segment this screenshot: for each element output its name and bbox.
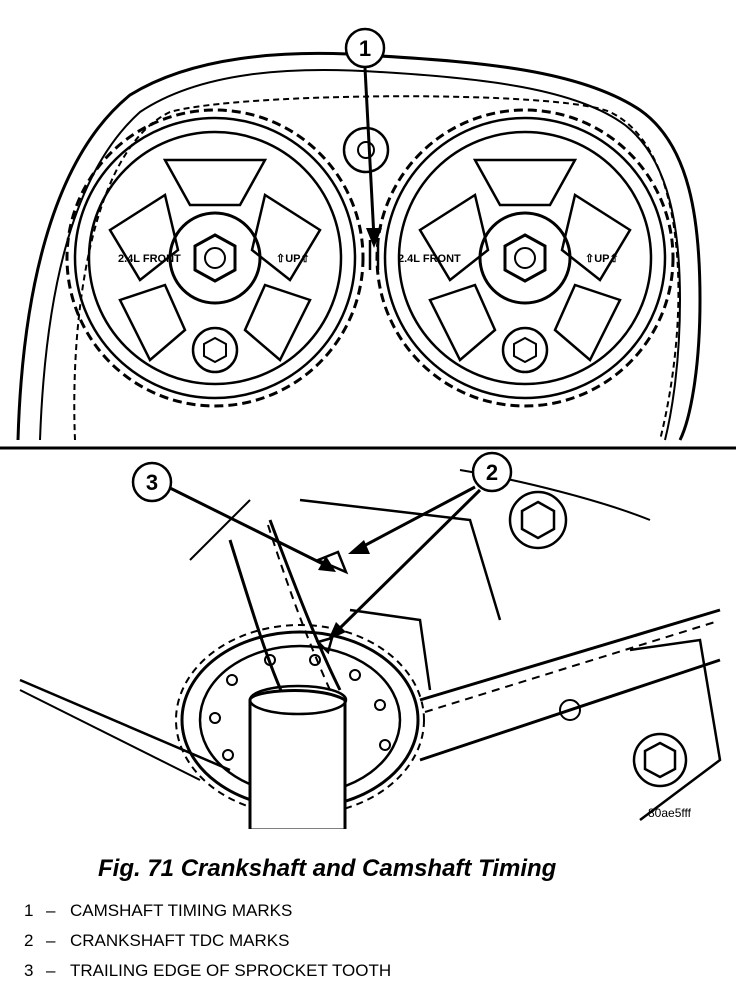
legend-number: 3 [24,961,34,980]
left-camshaft-sprocket [65,108,365,408]
left-sprocket-up-label: ⇧UP⇧ [276,253,310,265]
left-sprocket-front-label: 2.4L FRONT [118,253,181,265]
legend-dash: – [46,931,56,950]
callout-3-number: 3 [146,470,158,495]
crankshaft-snout [248,684,348,829]
legend-number: 2 [24,931,34,950]
timing-belt [73,95,680,441]
legend-item: 1–CAMSHAFT TIMING MARKS [24,896,391,926]
camshaft-timing-marks [368,240,380,270]
callout-3: 3 [131,461,336,572]
legend-dash: – [46,961,56,980]
camshaft-view [16,51,702,441]
timing-illustration: 2.4L FRONT ⇧UP⇧ 2.4L FRONT ⇧UP⇧ 1 [0,27,736,829]
figure-caption: Fig. 71 Crankshaft and Camshaft Timing [98,855,557,882]
image-code: 80ae5fff [648,806,691,820]
right-sprocket-front-label: 2.4L FRONT [398,253,461,265]
callout-legend: 1–CAMSHAFT TIMING MARKS 2–CRANKSHAFT TDC… [24,896,391,986]
idler-pulley [342,126,390,174]
legend-label: TRAILING EDGE OF SPROCKET TOOTH [70,961,392,980]
crankshaft-bolt-upper [508,490,568,550]
right-sprocket-up-label: ⇧UP⇧ [585,253,619,265]
callout-2-number: 2 [486,460,498,485]
callout-2: 2 [328,451,513,640]
callout-1-number: 1 [359,36,371,61]
legend-label: CAMSHAFT TIMING MARKS [70,901,293,920]
crankshaft-view [19,469,722,829]
timing-cover-outline [16,51,702,441]
legend-label: CRANKSHAFT TDC MARKS [70,931,290,950]
legend-item: 2–CRANKSHAFT TDC MARKS [24,926,391,956]
crankshaft-bolt-lower [632,732,688,788]
legend-dash: – [46,901,56,920]
legend-item: 3–TRAILING EDGE OF SPROCKET TOOTH [24,956,391,986]
callout-1: 1 [344,27,386,248]
legend-number: 1 [24,901,34,920]
